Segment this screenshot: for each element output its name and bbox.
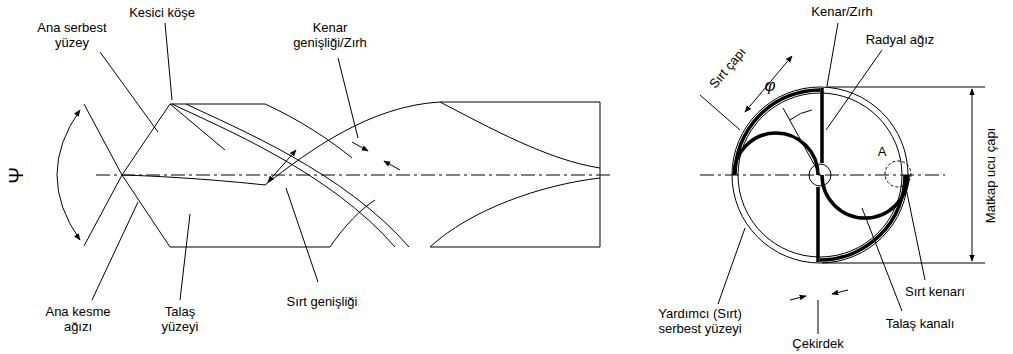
angle-arc — [790, 110, 812, 120]
land-arc — [735, 90, 820, 175]
flute-curve — [265, 104, 352, 158]
dimension-label: Sırt çapı — [707, 45, 750, 92]
radial-lip — [816, 187, 820, 262]
angle-symbol: Ψ — [5, 167, 28, 184]
leader-line — [826, 50, 882, 130]
part-label: Ana serbest yüzey — [30, 21, 114, 51]
part-label: Kenar/Zırh — [811, 5, 872, 20]
dimension-arrow — [790, 296, 806, 300]
body-circle — [738, 93, 902, 257]
detail-letter: A — [878, 145, 887, 160]
dimension-arrow — [832, 290, 848, 294]
dimension-line — [745, 56, 792, 112]
dimension-line — [972, 89, 973, 261]
extension-line — [700, 95, 740, 130]
part-label: Kenar genişliği/Zırh — [278, 21, 382, 51]
angle-symbol: φ — [764, 76, 775, 96]
land-arc — [820, 175, 905, 260]
flute-arc — [734, 133, 818, 175]
extension-line — [826, 87, 985, 88]
cutting-lip — [122, 175, 265, 185]
dimension-line — [268, 150, 296, 182]
leader-line — [718, 228, 745, 304]
flank-edge — [170, 104, 225, 150]
part-label: Ana kesme ağızı — [36, 305, 120, 335]
angle-arc — [57, 110, 80, 240]
leader-line — [165, 23, 172, 100]
leader-line — [286, 188, 318, 282]
part-label: Kesici köşe — [129, 6, 195, 21]
drill-body — [170, 102, 600, 247]
flute-curve — [330, 200, 375, 247]
leader-line — [100, 52, 158, 132]
part-label: Sırt kenarı — [905, 285, 965, 300]
part-label: Radyal ağız — [866, 33, 935, 48]
radial-lip — [820, 88, 824, 163]
angle-extension — [84, 175, 122, 246]
dimension-arrow — [352, 142, 368, 151]
leader-line — [862, 208, 902, 311]
outer-circle — [732, 87, 908, 263]
part-label: Çekirdek — [792, 337, 843, 352]
angle-extension — [84, 104, 122, 175]
part-label: Sırt genişliği — [280, 295, 364, 310]
leader-line — [92, 202, 138, 300]
center-line — [96, 175, 612, 176]
part-label: Talaş kanalı — [886, 317, 955, 332]
leader-line — [180, 214, 190, 300]
leader-line — [906, 188, 925, 280]
margin-line — [186, 104, 409, 247]
part-label: Yardımcı (Sırt) serbest yüzeyi — [638, 307, 762, 337]
part-label: Talaş yüzeyi — [148, 305, 212, 335]
extension-line — [822, 263, 985, 264]
flute-curve — [430, 178, 600, 247]
leader-line — [827, 23, 838, 86]
detail-circle — [885, 161, 911, 187]
leader-line — [818, 300, 819, 334]
margin-line — [172, 104, 395, 247]
flute-curve — [440, 102, 600, 168]
dimension-label: Matkap ucu çapı — [985, 127, 1000, 222]
leader-line — [338, 58, 358, 138]
angle-line — [783, 108, 820, 175]
dimension-arrow — [384, 161, 400, 170]
